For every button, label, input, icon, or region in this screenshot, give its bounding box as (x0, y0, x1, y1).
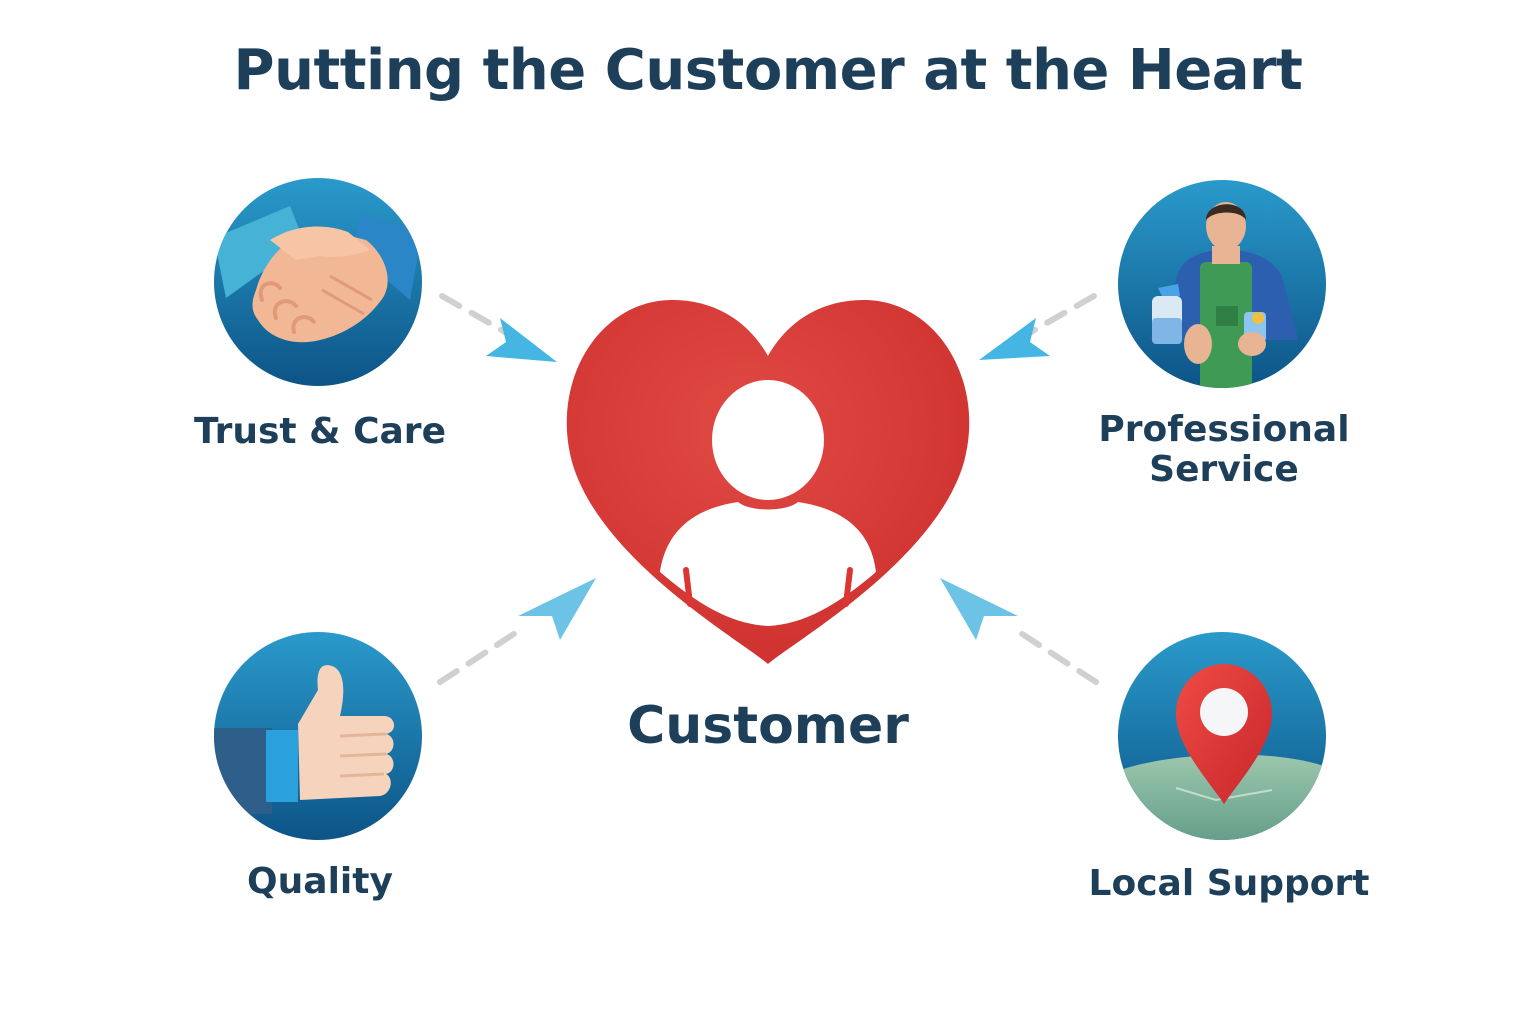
node-label-trust: Trust & Care (194, 411, 446, 452)
location-pin-icon (1118, 632, 1326, 840)
connector-local (940, 578, 1099, 685)
connector-quality (437, 578, 596, 685)
handshake-icon (214, 178, 422, 386)
node-label-quality: Quality (247, 861, 393, 902)
node-label-local: Local Support (1088, 863, 1370, 904)
center-label-customer: Customer (627, 696, 909, 756)
connector-service (979, 293, 1097, 360)
customer-heart-icon (566, 300, 970, 664)
thumbs-up-icon (214, 632, 422, 840)
cleaning-professional-icon (1118, 180, 1326, 388)
node-label-service-line-1: Professional (1098, 409, 1350, 450)
connector-trust (439, 293, 557, 362)
node-label-service: Professional Service (1064, 410, 1384, 490)
page-title: Putting the Customer at the Heart (233, 38, 1303, 103)
node-label-service-line-2: Service (1149, 449, 1299, 490)
